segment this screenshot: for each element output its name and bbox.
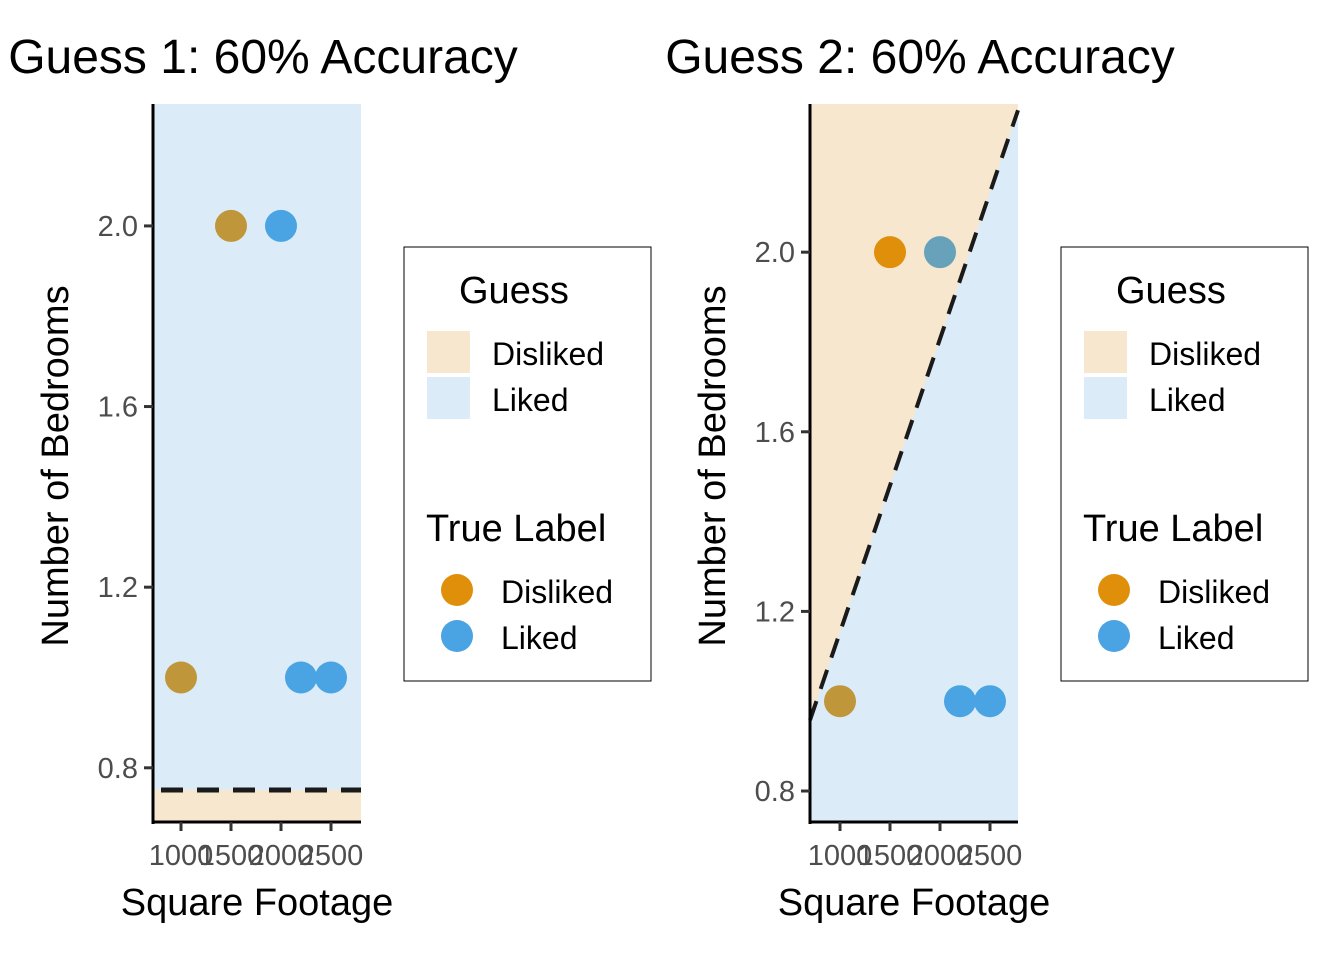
x-tick-label: 1500 (199, 840, 264, 872)
data-point-liked (924, 236, 956, 269)
chart-title: Guess 1: 60% Accuracy (8, 31, 518, 84)
data-point-liked (285, 661, 317, 694)
y-tick-label: 1.6 (755, 417, 795, 449)
legend-point-disliked (441, 574, 473, 606)
legend-swatch-disliked (1084, 331, 1127, 373)
y-tick-label: 2.0 (755, 237, 795, 269)
y-tick-label: 1.2 (755, 596, 795, 628)
x-axis-title: Square Footage (121, 882, 394, 924)
legend-box (403, 246, 652, 682)
x-tick-label: 1000 (808, 840, 873, 872)
legend-point-liked (1098, 620, 1130, 652)
data-point-disliked (165, 661, 197, 694)
legend-label: Liked (1149, 382, 1226, 418)
legend-label: Liked (501, 620, 578, 656)
y-tick-label: 2.0 (98, 211, 138, 243)
legend-guess-title: Guess (459, 270, 569, 312)
data-point-liked (315, 661, 347, 694)
x-tick-label: 2000 (249, 840, 314, 872)
y-tick-label: 1.2 (98, 572, 138, 604)
x-tick-label: 2500 (958, 840, 1023, 872)
data-point-disliked (215, 209, 247, 242)
data-point-liked (944, 685, 976, 718)
legend-true-title: True Label (1083, 508, 1263, 550)
legend-swatch-disliked (427, 331, 470, 373)
y-tick-label: 0.8 (755, 776, 795, 808)
legend-label: Liked (492, 382, 569, 418)
y-tick-label: 1.6 (98, 392, 138, 424)
legend-label: Disliked (501, 574, 613, 610)
legend-label: Disliked (1158, 574, 1270, 610)
legend-point-liked (441, 620, 473, 652)
legend-guess-title: Guess (1116, 270, 1226, 312)
data-point-liked (974, 685, 1006, 718)
region-disliked (810, 104, 1018, 721)
x-tick-label: 2000 (908, 840, 973, 872)
chart-title: Guess 2: 60% Accuracy (665, 31, 1175, 84)
legend-swatch-liked (427, 377, 470, 419)
legend-swatch-liked (1084, 377, 1127, 419)
legend-true-title: True Label (426, 508, 606, 550)
region-disliked (153, 789, 361, 822)
decision-boundary (808, 109, 1020, 721)
data-point-disliked (824, 685, 856, 718)
legend-label: Liked (1158, 620, 1235, 656)
x-tick-label: 1500 (858, 840, 923, 872)
y-tick-label: 0.8 (98, 753, 138, 785)
x-tick-label: 2500 (299, 840, 364, 872)
data-point-disliked (874, 236, 906, 269)
legend-point-disliked (1098, 574, 1130, 606)
y-axis-title: Number of Bedrooms (692, 285, 734, 646)
data-point-liked (265, 209, 297, 242)
x-tick-label: 1000 (149, 840, 214, 872)
y-axis-title: Number of Bedrooms (35, 285, 77, 646)
legend-label: Disliked (492, 336, 604, 372)
legend-box (1060, 246, 1309, 682)
x-axis-title: Square Footage (778, 882, 1051, 924)
legend-label: Disliked (1149, 336, 1261, 372)
